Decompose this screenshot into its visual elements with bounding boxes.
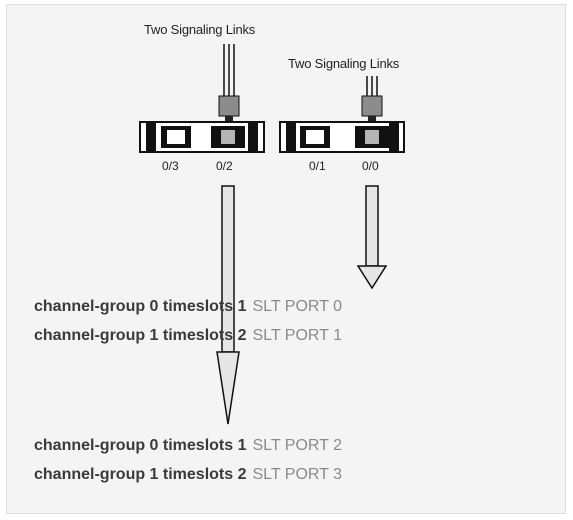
- cable-left: [218, 44, 240, 126]
- channel-group-text: channel-group 1 timeslots 2: [34, 327, 247, 344]
- slt-port-text: SLT PORT 3: [252, 466, 343, 483]
- card-left: [139, 121, 265, 153]
- slt-port-text: SLT PORT 0: [252, 298, 343, 315]
- config-line-b1: channel-group 1 timeslots 2 SLT PORT 3: [34, 466, 342, 484]
- config-line-b0: channel-group 0 timeslots 1 SLT PORT 2: [34, 437, 342, 455]
- port-0-2: [211, 126, 245, 148]
- config-line-a1: channel-group 1 timeslots 2 SLT PORT 1: [34, 327, 342, 345]
- signaling-links-label-left: Two Signaling Links: [144, 22, 256, 37]
- channel-group-text: channel-group 1 timeslots 2: [34, 466, 247, 483]
- port-label-0-2: 0/2: [216, 159, 233, 173]
- channel-group-text: channel-group 0 timeslots 1: [34, 298, 247, 315]
- signaling-links-label-right: Two Signaling Links: [288, 56, 400, 71]
- port-label-0-1: 0/1: [309, 159, 326, 173]
- arrow-port-0-0: [356, 185, 388, 290]
- slt-port-text: SLT PORT 2: [252, 437, 343, 454]
- arrow-port-0-2: [216, 185, 240, 425]
- port-0-3: [161, 126, 191, 148]
- port-0-1: [300, 126, 330, 148]
- diagram-background: [6, 4, 566, 514]
- card-right: [279, 121, 405, 153]
- channel-group-text: channel-group 0 timeslots 1: [34, 437, 247, 454]
- port-label-0-3: 0/3: [162, 159, 179, 173]
- slt-port-text: SLT PORT 1: [252, 327, 343, 344]
- config-line-a0: channel-group 0 timeslots 1 SLT PORT 0: [34, 298, 342, 316]
- port-0-0: [355, 126, 389, 148]
- port-label-0-0: 0/0: [362, 159, 379, 173]
- cable-right: [361, 76, 383, 126]
